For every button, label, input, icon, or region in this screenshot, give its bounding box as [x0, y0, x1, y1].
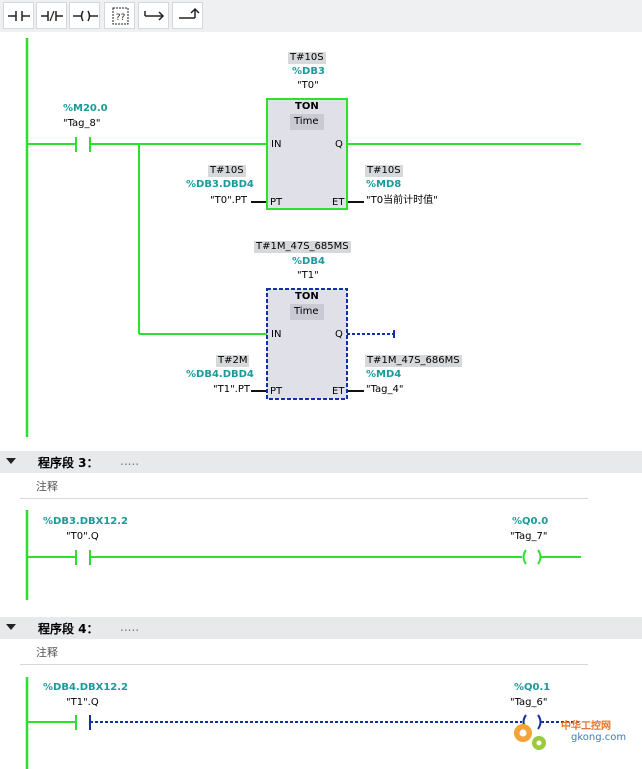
timer1-pin-q: Q	[335, 139, 343, 150]
timer1-et-tag[interactable]: "T0当前计时值"	[366, 195, 438, 206]
network-3-title: 程序段 3：	[38, 456, 99, 470]
timer2-pin-q: Q	[335, 329, 343, 340]
empty-box-button[interactable]: ??	[104, 2, 135, 29]
timer1-pt-address[interactable]: %DB3.DBD4	[186, 179, 254, 190]
watermark: 中华工控网 gkong.com	[505, 713, 635, 761]
watermark-text: 中华工控网	[561, 721, 611, 732]
coil-q01-tag[interactable]: "Tag_6"	[510, 697, 548, 708]
output-coil-button[interactable]	[69, 2, 100, 29]
network-4-title: 程序段 4：	[38, 622, 99, 636]
network-3-header[interactable]: 程序段 3： .....	[0, 451, 642, 473]
timer2-pt-value: T#2M	[216, 355, 250, 367]
gear-icon	[514, 724, 546, 750]
timer2-pin-in: IN	[271, 329, 282, 340]
contact-m20-tag[interactable]: "Tag_8"	[63, 118, 101, 129]
coil-q00-right	[537, 549, 542, 565]
empty-box-icon: ??	[112, 7, 129, 25]
timer1-pin-pt: PT	[270, 197, 283, 208]
contact-t1q-tag[interactable]: "T1".Q	[66, 697, 99, 708]
normally-closed-contact-button[interactable]	[36, 2, 67, 29]
timer2-type: TON	[295, 291, 319, 302]
coil-q00-address[interactable]: %Q0.0	[512, 516, 549, 527]
timer1-preset-value: T#10S	[288, 52, 326, 64]
network-4-comment-divider	[20, 664, 588, 665]
svg-text:??: ??	[116, 13, 126, 23]
collapse-chevron-icon[interactable]	[5, 451, 19, 473]
timer2-type-box	[290, 304, 324, 320]
watermark-url: gkong.com	[571, 732, 627, 743]
timer2-et-address[interactable]: %MD4	[366, 369, 402, 380]
timer2-preset-value: T#1M_47S_685MS	[254, 241, 351, 253]
coil-q01-address[interactable]: %Q0.1	[514, 682, 551, 693]
timer1-type-box	[290, 114, 324, 130]
timer1-et-address[interactable]: %MD8	[366, 179, 402, 190]
contact-m20-address[interactable]: %M20.0	[63, 103, 108, 114]
network-3-dots[interactable]: .....	[120, 454, 140, 468]
coil-q00-left	[522, 549, 527, 565]
timer2-pin-pt: PT	[270, 386, 283, 397]
normally-open-contact-button[interactable]	[3, 2, 34, 29]
contact-t1q-address[interactable]: %DB4.DBX12.2	[43, 682, 129, 693]
coil-q00-tag[interactable]: "Tag_7"	[510, 531, 548, 542]
network-4-dots[interactable]: .....	[120, 620, 140, 634]
timer1-db-address[interactable]: %DB3	[292, 66, 325, 77]
network-3-comment[interactable]: 注释	[36, 480, 58, 493]
timer2-et-value: T#1M_47S_686MS	[365, 355, 462, 367]
timer1-subtype: Time	[294, 116, 319, 127]
close-branch-icon	[179, 7, 200, 19]
contact-t0q-address[interactable]: %DB3.DBX12.2	[43, 516, 129, 527]
timer2-pt-address[interactable]: %DB4.DBD4	[186, 369, 254, 380]
coil-q01-right	[537, 714, 542, 730]
open-branch-button[interactable]	[138, 2, 169, 29]
network-4-comment[interactable]: 注释	[36, 646, 58, 659]
contact-t0q-tag[interactable]: "T0".Q	[66, 531, 99, 542]
ladder-toolbar: ??	[0, 0, 642, 32]
timer2-pin-et: ET	[332, 386, 345, 397]
timer1-pt-value: T#10S	[208, 165, 246, 177]
timer1-pt-tag[interactable]: "T0".PT	[210, 195, 247, 206]
timer1-et-value: T#10S	[365, 165, 403, 177]
open-branch-icon	[144, 11, 165, 21]
normally-open-contact-icon	[8, 11, 30, 21]
timer2-db-address[interactable]: %DB4	[292, 256, 325, 267]
timer1-db-name[interactable]: "T0"	[297, 80, 319, 91]
normally-closed-contact-icon	[41, 10, 63, 22]
network-3-comment-divider	[20, 498, 588, 499]
timer2-subtype: Time	[294, 306, 319, 317]
collapse-chevron-icon[interactable]	[5, 617, 19, 639]
timer1-pin-et: ET	[332, 197, 345, 208]
close-branch-button[interactable]	[172, 2, 203, 29]
timer1-pin-in: IN	[271, 139, 282, 150]
timer2-et-tag[interactable]: "Tag_4"	[366, 384, 404, 395]
timer2-db-name[interactable]: "T1"	[297, 270, 319, 281]
timer1-type: TON	[295, 101, 319, 112]
output-coil-icon	[73, 10, 98, 22]
timer2-pt-tag[interactable]: "T1".PT	[213, 384, 250, 395]
network-4-header[interactable]: 程序段 4： .....	[0, 617, 642, 639]
